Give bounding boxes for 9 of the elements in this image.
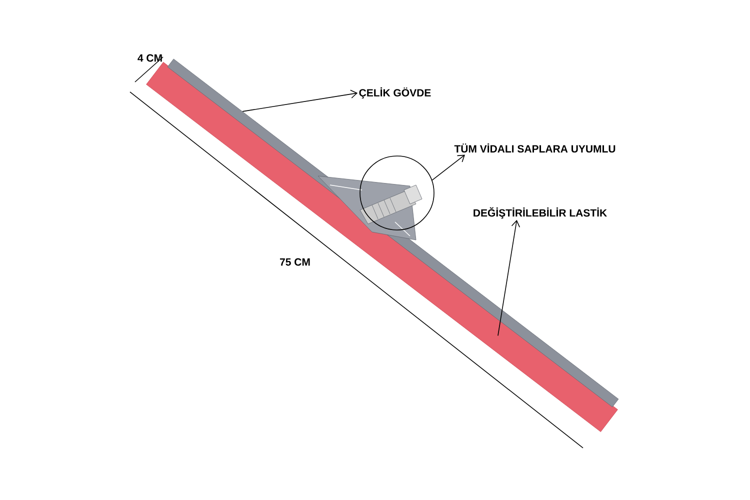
highlight-circle: [360, 156, 434, 230]
arrow: [498, 220, 520, 336]
callout-text: ÇELİK GÖVDE: [359, 87, 431, 99]
dimension-label: 4 CM: [138, 54, 162, 62]
arrow: [242, 90, 358, 112]
dimension-label: 75 CM: [280, 258, 310, 266]
callout-text: DEĞİŞTİRİLEBİLİR LASTİK: [474, 207, 607, 219]
arrow: [432, 154, 466, 181]
callout-text: TÜM VİDALI SAPLARA UYUMLU: [454, 143, 616, 153]
